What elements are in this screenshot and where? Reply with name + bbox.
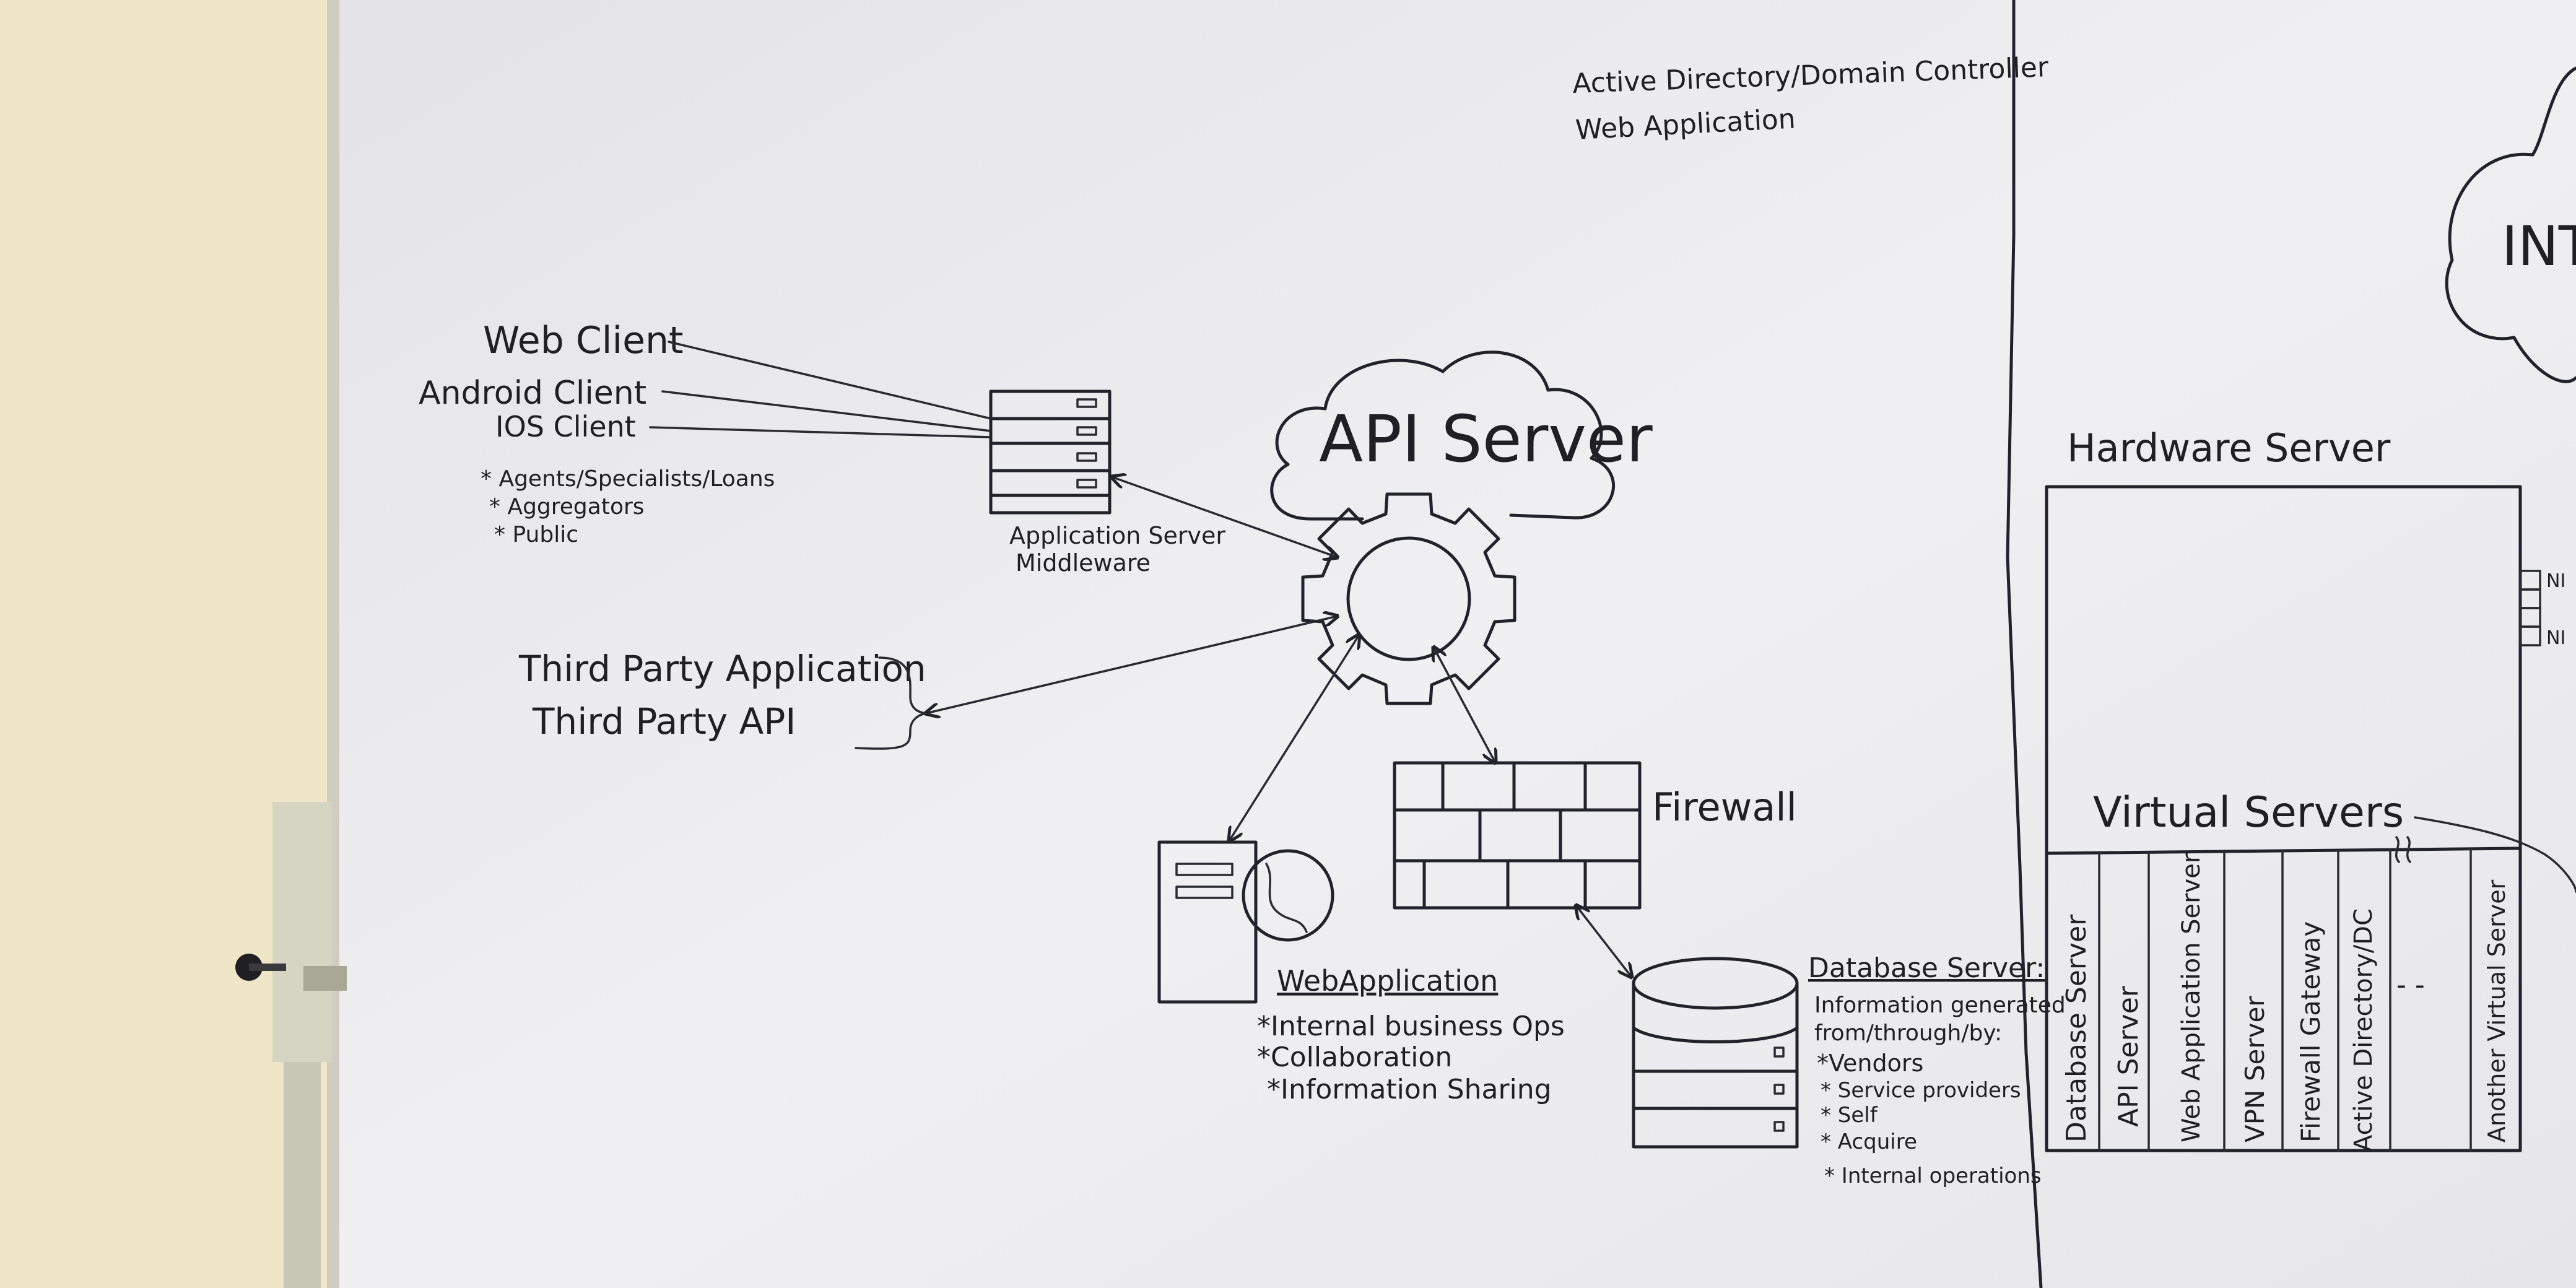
vs-col-ellipsis: - - (2396, 969, 2425, 1001)
firewall-label: Firewall (1652, 785, 1797, 830)
web-client-line (668, 341, 992, 420)
nic-label-2: NI (2546, 627, 2565, 649)
database-icon (1632, 957, 1799, 1149)
api-server-label: API Server (1319, 401, 1653, 477)
firewall-icon (1393, 761, 1642, 910)
database-server-title: Database Server: (1808, 952, 2045, 984)
third-party-api-label: Third Party API (532, 700, 796, 742)
arrow-gear-firewall (1434, 647, 1495, 763)
app-server-label-line2: Middleware (1016, 549, 1151, 577)
client-bullet-3: * Public (494, 522, 578, 547)
android-client-line (661, 390, 992, 432)
nic-label-1: NI (2546, 570, 2565, 592)
arrow-gear-webapp (1229, 635, 1359, 841)
internet-cloud-label: INT (2502, 214, 2576, 278)
database-line-5: * Self (1821, 1103, 1878, 1128)
virtual-servers-title: Virtual Servers (2093, 788, 2404, 837)
third-party-app-label: Third Party Application (518, 648, 926, 690)
nic-ports (2519, 570, 2541, 646)
arrow-appserver-gear (1112, 477, 1338, 557)
database-line-3: *Vendors (1817, 1050, 1923, 1077)
web-application-bullet-1: *Internal business Ops (1257, 1011, 1565, 1042)
divider-line (2006, 0, 2043, 1288)
database-line-2: from/through/by: (1814, 1020, 2002, 1046)
virtual-server-dividers (2098, 848, 2472, 1152)
client-bullet-2: * Aggregators (489, 494, 645, 520)
client-bullet-1: * Agents/Specialists/Loans (481, 466, 775, 492)
ios-client-label: IOS Client (495, 410, 636, 443)
web-application-title: WebApplication (1277, 964, 1498, 998)
vs-col-api: API Server (2113, 985, 2144, 1127)
app-server-label-line1: Application Server (1009, 522, 1225, 549)
internet-cloud (2445, 66, 2576, 383)
web-application-icon (1157, 840, 1334, 1004)
web-client-label: Web Client (483, 319, 684, 362)
vs-col-firewall: Firewall Gateway (2295, 921, 2326, 1142)
vs-col-webapp: Web Application Server (2177, 853, 2206, 1142)
virtual-servers-connector (2414, 816, 2576, 893)
application-server-icon (989, 389, 1112, 515)
vs-col-database: Database Server (2061, 914, 2092, 1142)
web-application-bullet-3: *Information Sharing (1267, 1074, 1552, 1105)
android-client-label: Android Client (419, 375, 646, 412)
ios-client-line (649, 426, 992, 438)
hardware-server-title: Hardware Server (2067, 425, 2391, 471)
web-application-bullet-2: *Collaboration (1257, 1042, 1452, 1073)
database-line-7: * Internal operations (1824, 1164, 2042, 1188)
arrow-firewall-database (1576, 905, 1632, 977)
database-line-1: Information generated (1814, 993, 2066, 1018)
vs-col-vpn: VPN Server (2240, 996, 2270, 1142)
vs-col-ad: Active Directory/DC (2349, 908, 2378, 1152)
board-stand (235, 802, 347, 1288)
vs-col-another: Another Virtual Server (2483, 879, 2510, 1142)
database-line-4: * Service providers (1821, 1078, 2021, 1103)
break-mark (2395, 836, 2411, 863)
database-line-6: * Acquire (1821, 1129, 1917, 1154)
third-party-brace (855, 656, 927, 750)
